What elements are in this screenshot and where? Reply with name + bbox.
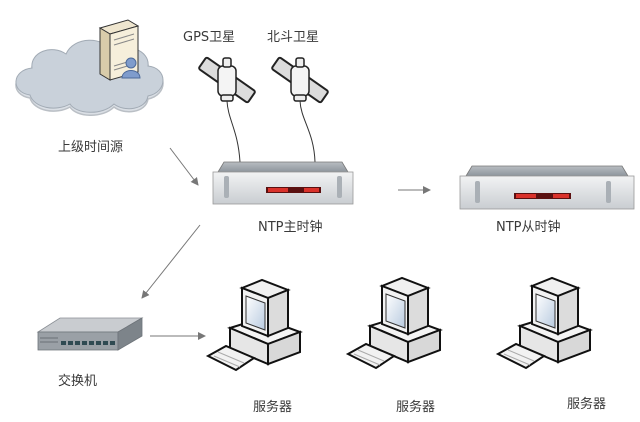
server-label-2: 服务器 <box>396 400 436 415</box>
server-label-3: 服务器 <box>567 397 607 412</box>
ntp-master-clock-device <box>212 161 354 205</box>
ntp-slave-clock-label: NTP从时钟 <box>496 220 561 235</box>
beidou-satellite-icon <box>271 56 329 104</box>
server-workstation-icon-3 <box>497 277 591 369</box>
beidou-satellite-label: 北斗卫星 <box>267 30 320 45</box>
gps-satellite-label: GPS卫星 <box>183 30 236 45</box>
server-workstation-icon-2 <box>347 277 441 369</box>
cloud-icon <box>15 39 164 116</box>
ntp-slave-clock-device <box>459 165 635 210</box>
upstream-to-master-arrow <box>169 147 199 186</box>
server-workstation-icon-1 <box>205 278 303 372</box>
upstream-time-source-label: 上级时间源 <box>58 140 124 155</box>
gps-satellite-icon <box>198 56 256 104</box>
master-to-switch-arrow <box>141 224 201 299</box>
switch-label: 交换机 <box>58 374 98 389</box>
server-label-1: 服务器 <box>253 400 293 415</box>
switch-icon <box>36 317 144 351</box>
beidou-cable <box>299 100 316 163</box>
user-icon <box>121 57 141 79</box>
ntp-master-clock-label: NTP主时钟 <box>258 220 323 235</box>
gps-cable <box>226 100 241 163</box>
